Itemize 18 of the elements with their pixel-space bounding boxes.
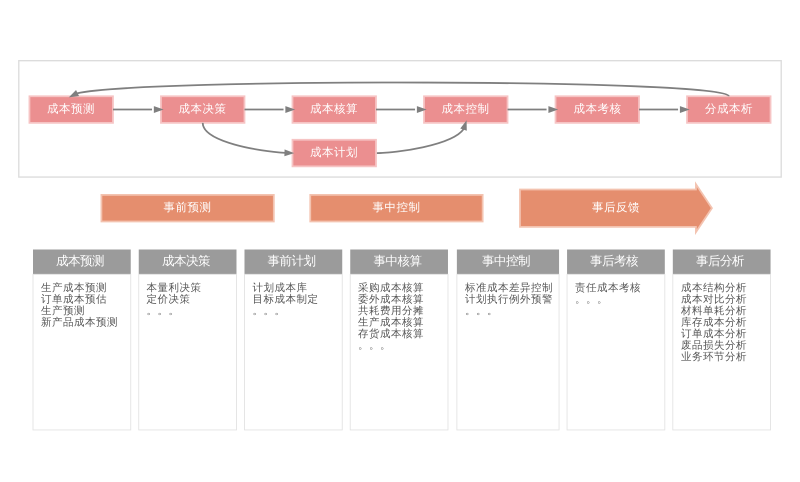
node-box: 事前预测 xyxy=(100,193,275,222)
node-box: 事中控制 xyxy=(309,193,484,222)
arrow xyxy=(112,106,164,112)
arrow xyxy=(376,106,427,112)
node-box: 成本控制 xyxy=(423,94,508,124)
node-box: 成本考核 xyxy=(554,94,640,124)
arrow xyxy=(202,122,294,156)
arrow xyxy=(508,106,558,112)
node-box: 成本决策 xyxy=(160,94,246,124)
node-box: 成本计划 xyxy=(292,138,377,167)
cluster xyxy=(18,60,782,178)
arrow xyxy=(68,81,730,97)
node-box: 成本核算 xyxy=(292,94,377,124)
node-box: 分成本析 xyxy=(686,94,772,124)
arrow xyxy=(376,120,467,154)
arrow xyxy=(244,106,296,112)
node-box: 成本预测 xyxy=(28,94,114,124)
arrow xyxy=(639,106,690,112)
